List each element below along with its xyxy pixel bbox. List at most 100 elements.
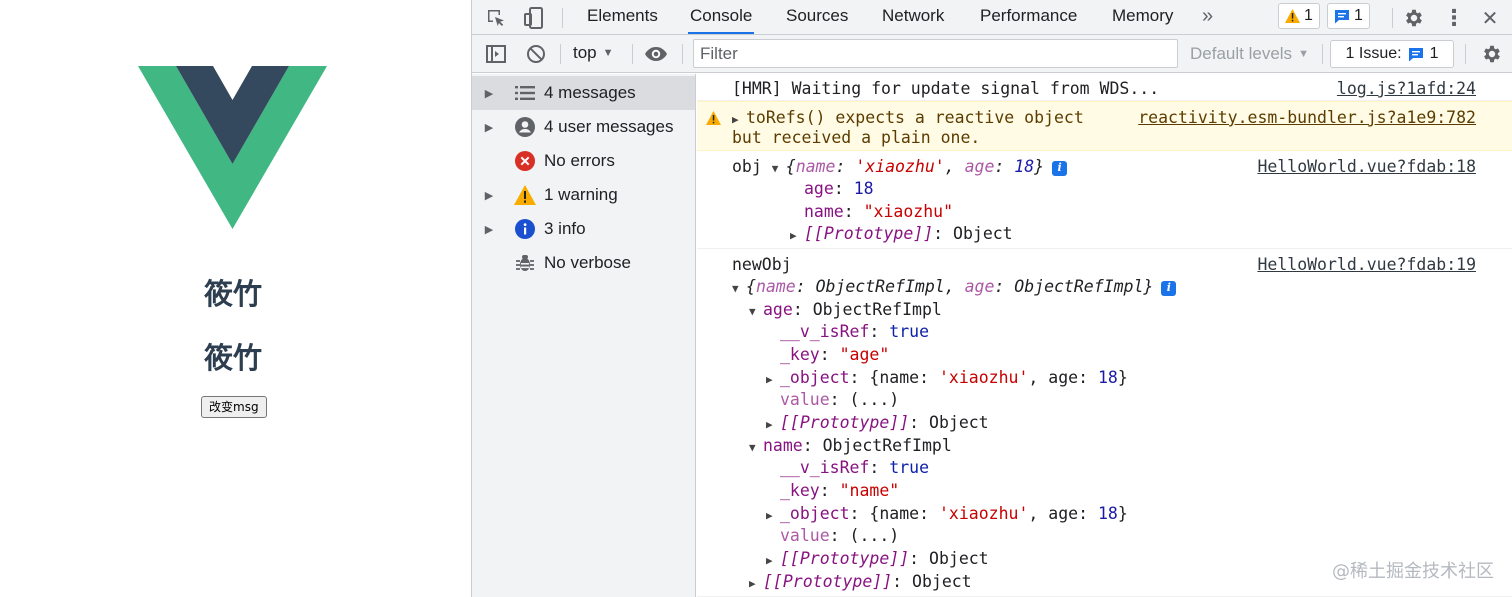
property-value[interactable]: value: (...) [780, 390, 900, 409]
change-msg-button[interactable]: 改变msg [201, 396, 267, 418]
log-levels-dropdown[interactable]: Default levels ▼ [1190, 44, 1309, 64]
expand-triangle-icon: ▶ [766, 418, 773, 431]
property-object[interactable]: ▶_object: {name: 'xiaozhu', age: 18} [766, 503, 1128, 525]
source-link[interactable]: reactivity.esm-bundler.js?a1e9:782 [1138, 108, 1476, 127]
property-age: age: 18 [804, 179, 874, 198]
tab-sources[interactable]: Sources [786, 6, 849, 25]
sidebar-item-warnings[interactable]: ▶ 1 warning [472, 178, 695, 212]
expand-triangle-icon[interactable]: ▶ [732, 113, 739, 126]
sidebar-item-errors[interactable]: No errors [472, 144, 695, 178]
property-isref: __v_isRef: true [780, 322, 930, 341]
warning-icon [1285, 9, 1300, 23]
tab-network[interactable]: Network [882, 6, 945, 25]
close-icon[interactable]: ✕ [1481, 7, 1499, 30]
source-link[interactable]: HelloWorld.vue?fdab:18 [1257, 157, 1476, 176]
expand-caret-icon: ▶ [484, 87, 494, 100]
property-name[interactable]: ▼name: ObjectRefImpl [749, 435, 952, 457]
console-messages: [HMR] Waiting for update signal from WDS… [697, 74, 1512, 597]
tabbar-divider [1392, 8, 1393, 28]
warnings-count: 1 [1304, 7, 1313, 24]
info-badge-icon[interactable]: i [1052, 160, 1068, 176]
sidebar-item-label: No verbose [544, 253, 631, 272]
dropdown-arrow-icon: ▼ [602, 47, 614, 59]
clear-console-icon[interactable] [524, 42, 548, 66]
property-age[interactable]: ▼age: ObjectRefImpl [749, 299, 942, 321]
collapse-triangle-icon[interactable]: ▼ [771, 162, 779, 175]
object-preview[interactable]: {name: 'xiaozhu', age: 18} [785, 157, 1045, 176]
devtools-tabbar: Elements Console Sources Network Perform… [472, 0, 1512, 35]
console-message-warning: ▶toRefs() expects a reactive object but … [697, 101, 1512, 151]
watermark: @稀土掘金技术社区 [1332, 561, 1494, 582]
property-prototype[interactable]: ▶[[Prototype]]: Object [766, 412, 989, 434]
message-icon [1335, 9, 1349, 23]
sidebar-item-messages[interactable]: ▶ 4 messages [472, 76, 695, 110]
console-message-log: [HMR] Waiting for update signal from WDS… [697, 74, 1512, 101]
inspect-element-icon[interactable] [484, 6, 508, 30]
dropdown-arrow-icon: ▼ [1298, 48, 1309, 60]
sidebar-item-user-messages[interactable]: ▶ 4 user messages [472, 110, 695, 144]
settings-gear-icon[interactable] [1402, 6, 1426, 30]
sidebar-item-label: 4 user messages [544, 117, 674, 136]
property-name: name: "xiaozhu" [804, 202, 954, 221]
bug-icon [506, 253, 544, 273]
collapse-triangle-icon: ▼ [749, 305, 756, 318]
expand-triangle-icon: ▶ [766, 373, 773, 386]
console-sidebar: ▶ 4 messages ▶ 4 user messages No errors… [472, 74, 696, 597]
property-isref: __v_isRef: true [780, 458, 930, 477]
expand-caret-icon: ▶ [484, 189, 494, 202]
device-toolbar-icon[interactable] [522, 6, 546, 30]
expand-triangle-icon: ▶ [790, 229, 797, 242]
console-settings-gear-icon[interactable] [1480, 42, 1504, 66]
object-preview[interactable]: {name: ObjectRefImpl, age: ObjectRefImpl… [746, 277, 1154, 296]
messages-badge[interactable]: 1 [1327, 3, 1370, 29]
info-badge-icon[interactable]: i [1161, 280, 1177, 296]
tab-elements[interactable]: Elements [587, 6, 658, 25]
tab-performance[interactable]: Performance [980, 6, 1078, 25]
issues-count: 1 [1429, 45, 1439, 62]
more-tabs-chevron-icon[interactable]: » [1202, 5, 1214, 27]
sidebar-item-verbose[interactable]: No verbose [472, 246, 695, 280]
warning-text-line-2: but received a plain one. [732, 128, 981, 147]
property-object[interactable]: ▶_object: {name: 'xiaozhu', age: 18} [766, 367, 1128, 389]
sidebar-item-label: No errors [544, 151, 615, 170]
expand-caret-icon: ▶ [484, 121, 494, 134]
property-prototype[interactable]: ▶[[Prototype]]: Object [766, 548, 989, 570]
issues-button[interactable]: 1 Issue: 1 [1330, 40, 1454, 68]
log-label: newObj [732, 255, 792, 274]
tabbar-divider [562, 8, 563, 28]
console-toolbar: top ▼ Default levels ▼ 1 Issue: 1 [472, 35, 1512, 73]
warning-icon [506, 185, 544, 205]
expand-triangle-icon: ▶ [749, 577, 756, 590]
context-selector[interactable]: top ▼ [573, 43, 614, 63]
log-label: obj [732, 157, 762, 176]
property-key: _key: "name" [780, 481, 900, 500]
property-key: _key: "age" [780, 345, 890, 364]
live-expression-eye-icon[interactable] [644, 42, 668, 66]
property-prototype[interactable]: ▶[[Prototype]]: Object [749, 571, 972, 593]
property-prototype[interactable]: ▶[[Prototype]]: Object [790, 223, 1013, 245]
sidebar-item-info[interactable]: ▶ 3 info [472, 212, 695, 246]
log-text: [HMR] Waiting for update signal from WDS… [732, 79, 1160, 98]
expand-triangle-icon: ▶ [766, 509, 773, 522]
toggle-sidebar-icon[interactable] [484, 42, 508, 66]
vue-logo-icon [138, 66, 327, 229]
warnings-badge[interactable]: 1 [1278, 3, 1320, 29]
log-levels-label: Default levels [1190, 44, 1293, 63]
more-options-icon[interactable]: ⋮ [1443, 5, 1465, 30]
sidebar-item-label: 3 info [544, 219, 586, 238]
filter-input[interactable] [693, 39, 1178, 68]
app-message-heading-2: 筱竹 [203, 341, 262, 375]
source-link[interactable]: log.js?1afd:24 [1336, 79, 1476, 98]
issues-label: 1 Issue: [1345, 45, 1402, 62]
property-value[interactable]: value: (...) [780, 526, 900, 545]
sidebar-item-label: 4 messages [544, 83, 636, 102]
collapse-triangle-icon: ▼ [749, 441, 756, 454]
info-icon [506, 219, 544, 239]
messages-count: 1 [1354, 7, 1363, 24]
devtools-panel: Elements Console Sources Network Perform… [471, 0, 1512, 597]
collapse-triangle-icon[interactable]: ▼ [732, 282, 739, 295]
tab-console[interactable]: Console [688, 0, 755, 34]
source-link[interactable]: HelloWorld.vue?fdab:19 [1257, 255, 1476, 274]
warning-icon [706, 111, 721, 125]
tab-memory[interactable]: Memory [1112, 6, 1174, 25]
